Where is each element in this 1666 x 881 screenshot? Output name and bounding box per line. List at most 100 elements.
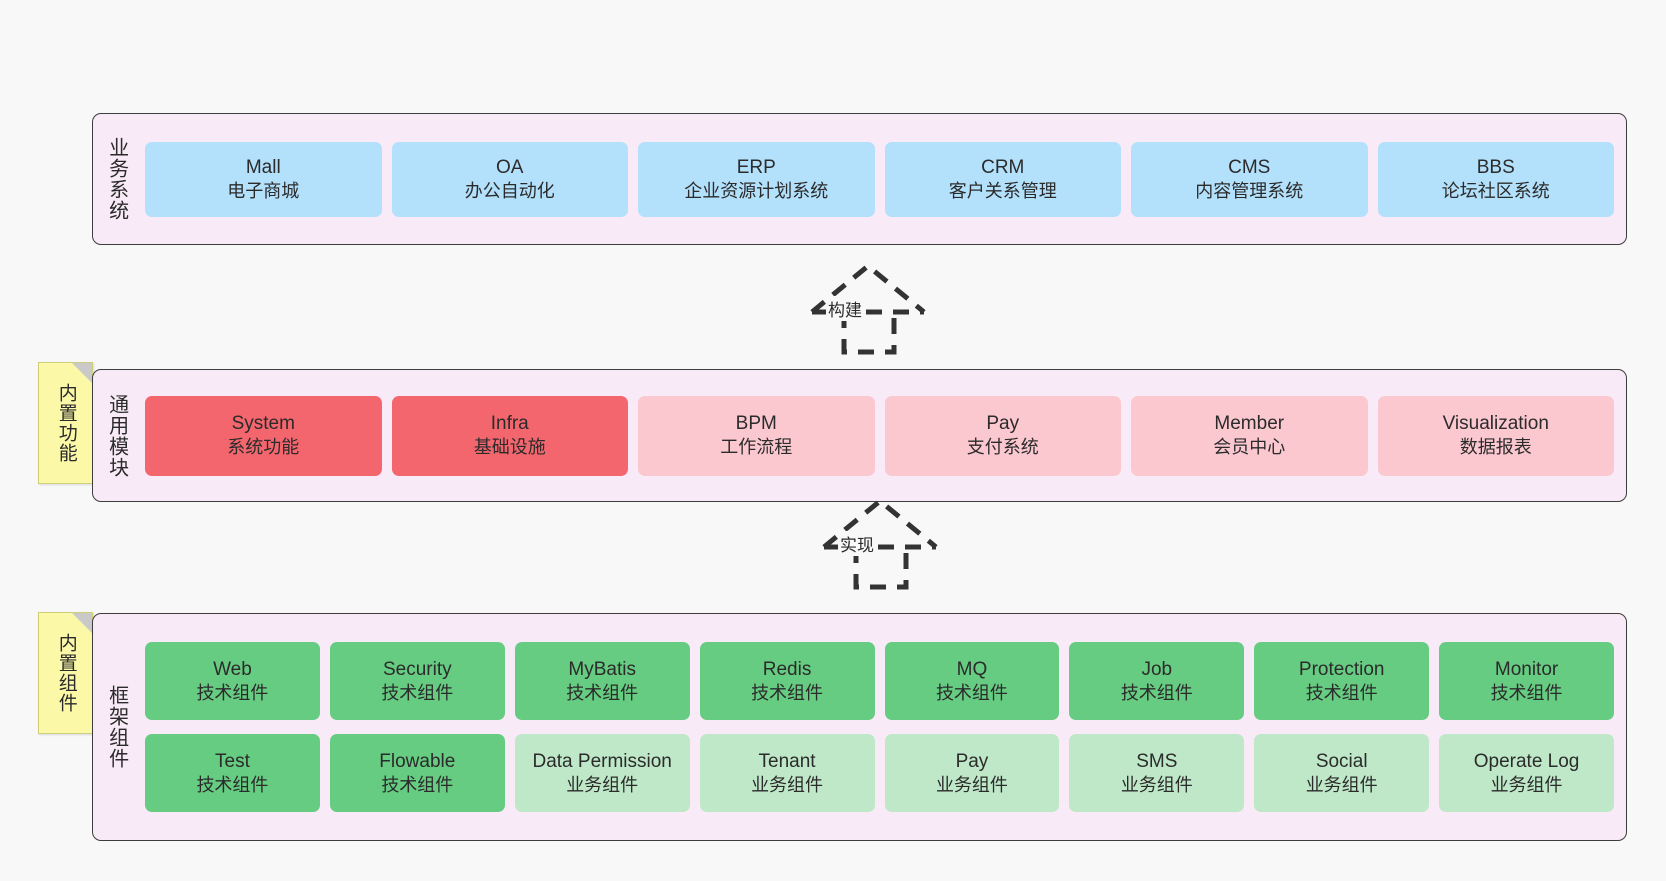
node-subtitle: 业务组件 <box>1120 774 1193 795</box>
sticky-note-builtin-features: 内置功能 <box>38 362 93 484</box>
node-cms[interactable]: CMS 内容管理系统 <box>1131 141 1368 217</box>
node-crm[interactable]: CRM 客户关系管理 <box>884 141 1121 217</box>
layer-body-business-systems: Mall 电子商城 OA 办公自动化 ERP 企业资源计划系统 CRM 客户关系… <box>139 114 1626 244</box>
node-title: Pay <box>955 750 989 772</box>
node-title: Flowable <box>379 750 456 772</box>
node-title: CRM <box>981 156 1025 178</box>
node-subtitle: 技术组件 <box>751 682 824 703</box>
connector-build-label: 构建 <box>826 296 864 321</box>
node-subtitle: 企业资源计划系统 <box>684 180 829 201</box>
node-title: Data Permission <box>532 750 672 772</box>
node-subtitle: 内容管理系统 <box>1195 180 1304 201</box>
node-subtitle: 技术组件 <box>566 682 639 703</box>
node-mybatis[interactable]: MyBatis 技术组件 <box>514 642 690 720</box>
node-subtitle: 技术组件 <box>1305 682 1378 703</box>
node-infra[interactable]: Infra 基础设施 <box>391 395 628 476</box>
connector-implement: 实现 <box>812 497 972 590</box>
node-subtitle: 业务组件 <box>1490 774 1563 795</box>
node-data-permission[interactable]: Data Permission 业务组件 <box>514 734 690 812</box>
node-security[interactable]: Security 技术组件 <box>329 642 505 720</box>
connector-build: 构建 <box>800 262 960 355</box>
node-test[interactable]: Test 技术组件 <box>145 734 320 812</box>
node-protection[interactable]: Protection 技术组件 <box>1254 642 1430 720</box>
node-subtitle: 技术组件 <box>1120 682 1193 703</box>
node-subtitle: 客户关系管理 <box>948 180 1057 201</box>
node-title: Job <box>1141 658 1173 680</box>
node-subtitle: 业务组件 <box>935 774 1008 795</box>
node-title: Pay <box>986 413 1020 435</box>
node-visualization[interactable]: Visualization 数据报表 <box>1377 395 1614 476</box>
node-monitor[interactable]: Monitor 技术组件 <box>1439 642 1614 720</box>
node-title: BPM <box>735 413 777 435</box>
node-sms[interactable]: SMS 业务组件 <box>1069 734 1245 812</box>
node-subtitle: 技术组件 <box>381 774 454 795</box>
node-subtitle: 系统功能 <box>227 437 300 458</box>
node-pay-component[interactable]: Pay 业务组件 <box>884 734 1060 812</box>
layer-body-common-modules: System 系统功能 Infra 基础设施 BPM 工作流程 Pay 支付系统… <box>139 370 1626 501</box>
node-title: BBS <box>1476 156 1515 178</box>
layer-label-framework-components: 框架组件 <box>105 685 128 769</box>
node-title: System <box>231 413 295 435</box>
node-title: Tenant <box>758 750 816 772</box>
node-title: Social <box>1315 750 1368 772</box>
node-tenant[interactable]: Tenant 业务组件 <box>699 734 875 812</box>
node-subtitle: 数据报表 <box>1459 437 1532 458</box>
node-title: Test <box>215 750 250 772</box>
node-erp[interactable]: ERP 企业资源计划系统 <box>638 141 875 217</box>
node-title: MyBatis <box>568 658 636 680</box>
connector-implement-label: 实现 <box>838 531 876 556</box>
node-title: OA <box>496 156 524 178</box>
node-title: Monitor <box>1494 658 1559 680</box>
node-bpm[interactable]: BPM 工作流程 <box>638 395 875 476</box>
node-title: MQ <box>956 658 988 680</box>
node-oa[interactable]: OA 办公自动化 <box>391 141 628 217</box>
layer-label-business-systems: 业务系统 <box>105 137 128 221</box>
node-title: ERP <box>736 156 776 178</box>
node-subtitle: 技术组件 <box>1490 682 1563 703</box>
node-subtitle: 论坛社区系统 <box>1441 180 1550 201</box>
node-operate-log[interactable]: Operate Log 业务组件 <box>1439 734 1614 812</box>
node-title: Operate Log <box>1473 750 1580 772</box>
node-title: Infra <box>490 413 529 435</box>
sticky-fold-icon <box>72 613 92 633</box>
sticky-fold-icon <box>72 363 92 383</box>
node-subtitle: 会员中心 <box>1213 437 1286 458</box>
framework-row-business: Test 技术组件 Flowable 技术组件 Data Permission … <box>145 734 1614 812</box>
node-web[interactable]: Web 技术组件 <box>145 642 320 720</box>
sticky-note-label: 内置功能 <box>55 383 77 463</box>
node-subtitle: 技术组件 <box>381 682 454 703</box>
node-subtitle: 工作流程 <box>720 437 793 458</box>
node-mq[interactable]: MQ 技术组件 <box>884 642 1060 720</box>
node-subtitle: 业务组件 <box>751 774 824 795</box>
node-subtitle: 技术组件 <box>935 682 1008 703</box>
node-job[interactable]: Job 技术组件 <box>1069 642 1245 720</box>
node-title: Redis <box>762 658 812 680</box>
node-title: Visualization <box>1442 413 1549 435</box>
layer-body-framework-components: Web 技术组件 Security 技术组件 MyBatis 技术组件 Redi… <box>139 614 1626 840</box>
node-title: CMS <box>1228 156 1271 178</box>
node-mall[interactable]: Mall 电子商城 <box>145 141 382 217</box>
node-system[interactable]: System 系统功能 <box>145 395 382 476</box>
layer-common-modules: 通用模块 System 系统功能 Infra 基础设施 BPM 工作流程 Pay… <box>92 369 1627 502</box>
node-social[interactable]: Social 业务组件 <box>1254 734 1430 812</box>
node-subtitle: 业务组件 <box>1305 774 1378 795</box>
node-title: Member <box>1214 413 1285 435</box>
node-pay-module[interactable]: Pay 支付系统 <box>884 395 1121 476</box>
layer-label-common-modules: 通用模块 <box>105 393 128 478</box>
node-redis[interactable]: Redis 技术组件 <box>699 642 875 720</box>
node-flowable[interactable]: Flowable 技术组件 <box>329 734 505 812</box>
node-subtitle: 技术组件 <box>196 682 269 703</box>
node-subtitle: 办公自动化 <box>464 180 555 201</box>
node-subtitle: 支付系统 <box>966 437 1039 458</box>
node-subtitle: 业务组件 <box>566 774 639 795</box>
sticky-note-label: 内置组件 <box>55 633 77 713</box>
node-title: Protection <box>1298 658 1385 680</box>
node-subtitle: 电子商城 <box>227 180 300 201</box>
node-bbs[interactable]: BBS 论坛社区系统 <box>1377 141 1614 217</box>
layer-framework-components: 框架组件 Web 技术组件 Security 技术组件 MyBatis 技术组件… <box>92 613 1627 841</box>
node-subtitle: 基础设施 <box>473 437 546 458</box>
sticky-note-builtin-components: 内置组件 <box>38 612 93 734</box>
node-title: Mall <box>245 156 281 178</box>
node-member[interactable]: Member 会员中心 <box>1131 395 1368 476</box>
